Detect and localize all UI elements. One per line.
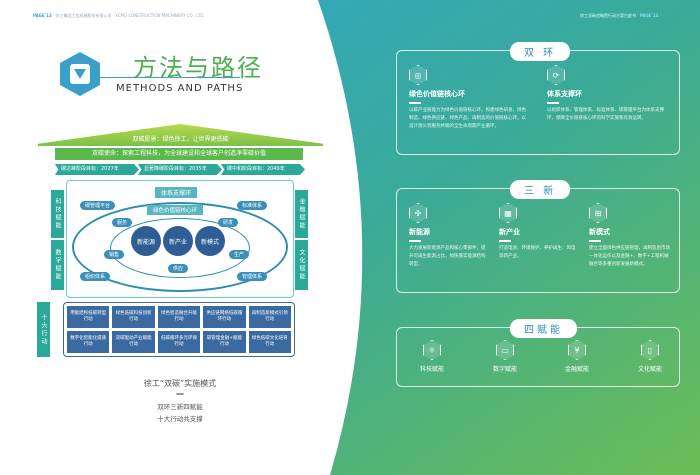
action-item: 用能结构低碳转型行动 (67, 306, 110, 328)
side-actions: 十大行动 (37, 302, 50, 357)
page-subtitle: METHODS AND PATHS (116, 83, 244, 94)
item-bar (409, 102, 421, 104)
core-circle: 新模式 (195, 226, 225, 256)
diagram-frame (66, 180, 294, 298)
wind-turbine-icon: ✣ (409, 203, 427, 223)
header-left: PAGE 13 徐工集团工程机械股份有限公司 XCMG CONSTRUCTION… (33, 13, 205, 18)
item-title: 体系支撑环 (547, 90, 582, 98)
atom-icon: ⚛ (423, 340, 441, 360)
book-icon: ▯ (641, 340, 659, 360)
outer-item: 标准体系 (237, 201, 268, 210)
inner-item: 研发 (218, 218, 239, 227)
side-left-1: 科技赋能 (51, 190, 64, 238)
action-item: 绿色智造融合升级行动 (157, 306, 201, 328)
card-title: 双 环 (510, 42, 571, 61)
card-title: 四赋能 (510, 319, 577, 338)
ten-actions-grid: 用能结构低碳转型行动 绿色低碳科技创新行动 绿色智造融合升级行动 供应链网络低碳… (63, 302, 295, 357)
outer-ring (72, 202, 288, 292)
item-title: 新能源 (409, 228, 430, 236)
item-title: 新模式 (589, 228, 610, 236)
action-item: 供应链网络低碳循环行动 (203, 306, 246, 328)
mission-bar: 双碳使命：探索工程科技，为全球建设和全球客户创造净零碳价值 (55, 148, 303, 160)
network-icon: ⊞ (589, 203, 607, 223)
side-right-2: 文化赋能 (295, 240, 308, 290)
item-text: 建立全面绿色供应链管理，再制造后市场一体化运作以及金融+、数字+工程机械融合等多… (589, 245, 670, 267)
inner-ring-label: 绿色价值链核心环 (147, 205, 204, 215)
action-item: 数字化智能化提速行动 (67, 331, 110, 353)
inner-item: 服务 (112, 218, 133, 227)
side-right-1: 金融赋能 (295, 190, 308, 238)
caption-title: 徐工“双碳”实施模式 (143, 379, 217, 388)
action-item: 碳管理金融+赋能行动 (203, 331, 246, 353)
core-circle: 新能源 (131, 226, 161, 256)
item-text: 大力发展新能源产品和核心零部件，提升可再生能源占比，加快落实能源结构转型。 (409, 245, 486, 267)
support-ring-icon: ⟳ (547, 65, 565, 85)
action-item: 双碳驱动产业赋能行动 (112, 331, 155, 353)
inner-item: 销售 (104, 250, 125, 259)
monitor-icon: ▭ (496, 340, 514, 360)
action-item: 再制造新模式引领行动 (248, 306, 291, 328)
caption-line1: 双环三新四赋能 (157, 403, 203, 411)
item-bar (589, 240, 601, 242)
caption-line2: 十大行动共支撑 (157, 415, 203, 423)
core-circle: 新产业 (163, 226, 193, 256)
outer-item: 组织体系 (80, 272, 111, 281)
inner-item: 供应 (168, 264, 189, 273)
item-text: 以组织体系、管理体系、标准体系、碳管理平台为体系支撑环，保障全价值链核心环的科学… (547, 107, 664, 121)
title-divider (100, 77, 240, 78)
empower-label: 数字赋能 (492, 366, 517, 373)
dual-ring-card: 双 环 ◎ 绿色价值链核心环 以碳产业链能力为绿色价值链核心环，构建绿色研发、绿… (396, 42, 680, 155)
goal-3: 碳中和阶段目标：2049年 (221, 164, 305, 175)
empower-label: 金融赋能 (564, 366, 589, 373)
core-ring-icon: ◎ (409, 65, 427, 85)
action-item: 绿色低碳文化培育行动 (248, 331, 291, 353)
action-item: 低碳循环多元环保行动 (157, 331, 201, 353)
side-left-2: 数字赋能 (51, 240, 64, 290)
three-new-card: 三 新 ✣ 新能源 大力发展新能源产品和核心零部件，提升可再生能源占比，加快落实… (396, 180, 680, 293)
action-item: 绿色低碳科技创新行动 (112, 306, 155, 328)
yuan-icon: ¥ (568, 340, 586, 360)
item-bar (499, 240, 511, 242)
goal-1: 碳达峰阶段目标：2027年 (55, 164, 139, 175)
factory-icon: ▦ (499, 203, 517, 223)
caption-dash: — (176, 389, 184, 398)
item-title: 绿色价值链核心环 (409, 90, 465, 98)
item-bar (409, 240, 421, 242)
item-bar (547, 102, 559, 104)
logo-triangle (74, 69, 86, 79)
inner-item: 生产 (229, 250, 250, 259)
item-text: 打造电池、环境保护、养护再生、风电等新产业。 (499, 245, 576, 259)
empower-label: 文化赋能 (637, 366, 662, 373)
four-empower-card: 四赋能 ⚛ 科技赋能 ▭ 数字赋能 ¥ 金融赋能 ▯ 文化赋能 (396, 319, 680, 387)
empower-label: 科技赋能 (419, 366, 444, 373)
goal-2: 显著降碳阶段目标：2035年 (138, 164, 222, 175)
outer-item: 管理体系 (237, 272, 268, 281)
inner-ring (110, 218, 250, 278)
header-right: 徐工双碳战略暨行动方案白皮书 PAGE 14 (580, 13, 659, 18)
item-text: 以碳产业链能力为绿色价值链核心环，构建绿色研发、绿色制造、绿色供应链、绿色产品、… (409, 107, 526, 129)
outer-item: 碳管理平台 (80, 201, 116, 210)
item-title: 新产业 (499, 228, 520, 236)
outer-ring-label: 体系支撑环 (155, 187, 198, 198)
card-title: 三 新 (510, 180, 571, 199)
